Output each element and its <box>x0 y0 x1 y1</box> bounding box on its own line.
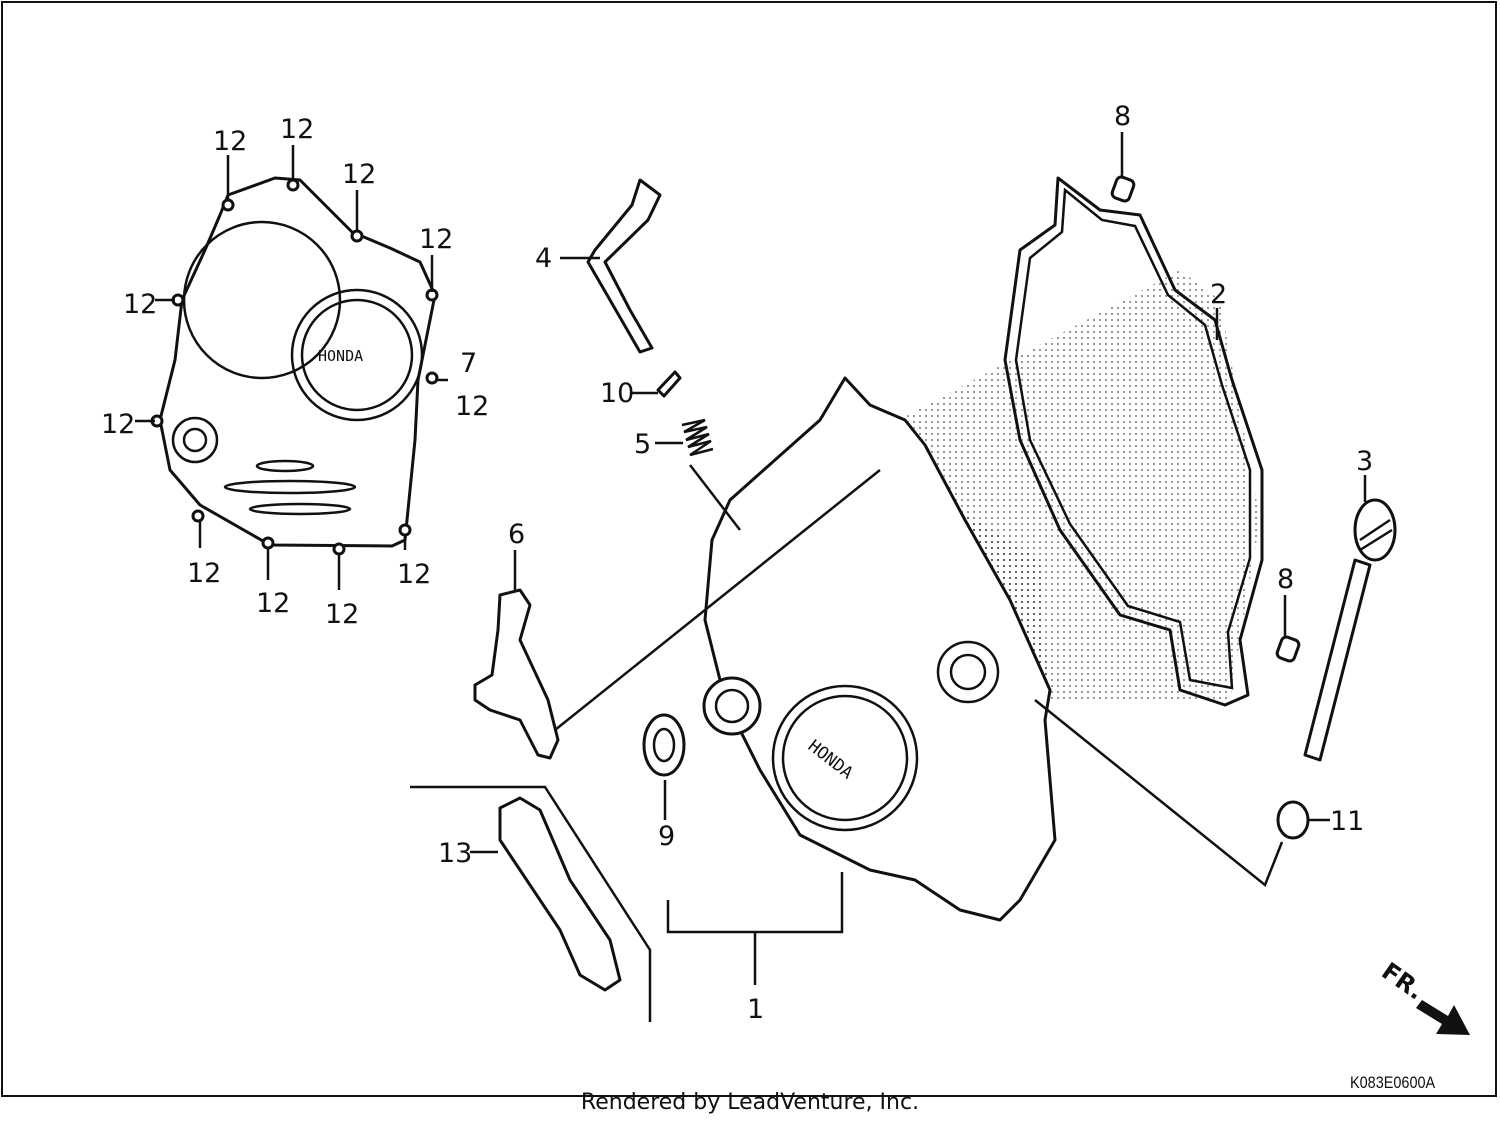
callout-labels: 1 2 3 4 5 6 7 8 8 9 10 11 13 12 12 12 12… <box>101 101 1373 1025</box>
spring <box>681 418 714 457</box>
callout-8-upper: 8 <box>1114 101 1131 132</box>
callout-12-f: 12 <box>455 391 489 422</box>
callout-12-c: 12 <box>342 159 376 190</box>
guide-plate <box>498 796 622 992</box>
callout-5: 5 <box>634 429 651 460</box>
callout-4: 4 <box>535 243 552 274</box>
front-direction-arrow: FR. <box>1377 957 1470 1035</box>
callout-7: 7 <box>460 348 477 379</box>
page-border <box>1 1 1497 1097</box>
dowel-pin-lower <box>1275 635 1301 663</box>
callout-6: 6 <box>508 519 525 550</box>
callout-3: 3 <box>1356 446 1373 477</box>
callout-12-a: 12 <box>213 126 247 157</box>
diagram-code: K083E0600A <box>1350 1073 1436 1092</box>
leader-lines <box>135 132 1367 1022</box>
callout-12-e: 12 <box>123 289 157 320</box>
callout-13: 13 <box>438 838 472 869</box>
callout-12-i: 12 <box>256 588 290 619</box>
callout-1: 1 <box>747 994 764 1025</box>
dowel-pin-upper <box>1110 175 1136 203</box>
footer-credit: Rendered by LeadVenture, Inc. <box>580 1090 920 1115</box>
assembled-crankcase-cover: HONDA <box>150 176 439 556</box>
callout-12-h: 12 <box>187 558 221 589</box>
callout-12-g: 12 <box>101 409 135 440</box>
bracket <box>473 588 560 760</box>
callout-10: 10 <box>600 378 634 409</box>
callout-11: 11 <box>1330 806 1364 837</box>
arrow-icon <box>1416 1000 1470 1035</box>
right-crankcase-cover: HONDA <box>702 376 1057 922</box>
callout-12-k: 12 <box>397 559 431 590</box>
direction-label: FR. <box>1377 957 1429 1005</box>
callout-12-d: 12 <box>419 224 453 255</box>
callout-9: 9 <box>658 821 675 852</box>
oil-seal <box>642 713 686 777</box>
callout-12-j: 12 <box>325 599 359 630</box>
o-ring <box>1276 800 1310 840</box>
cover-logo: HONDA <box>318 347 363 365</box>
dowel-pin <box>656 370 682 398</box>
callout-8-lower: 8 <box>1277 564 1294 595</box>
oil-dipstick <box>1303 498 1397 762</box>
callout-12-b: 12 <box>280 114 314 145</box>
clutch-lever <box>586 178 662 354</box>
callout-2: 2 <box>1210 279 1227 310</box>
